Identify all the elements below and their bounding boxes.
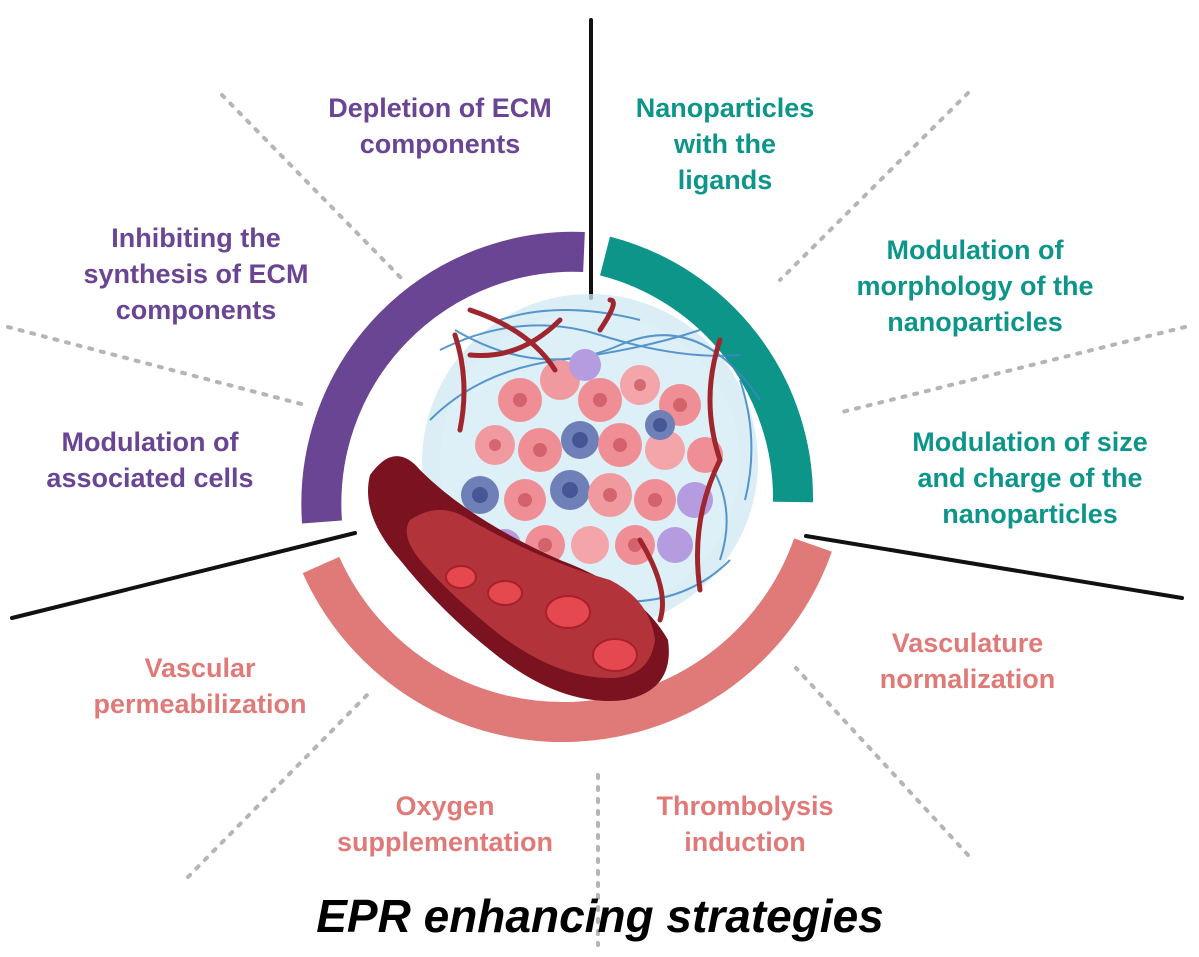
- tumor-microenvironment-with-blood-vessel-icon: [368, 294, 761, 701]
- section-separators: [10, 18, 1184, 620]
- label-oxygen-supplementation: Oxygen supplementation: [336, 791, 553, 857]
- red-blood-cells: [445, 565, 638, 672]
- label-nanoparticles-ligands: Nanoparticles with the ligands: [635, 93, 815, 195]
- strategy-arcs: [301, 231, 832, 743]
- label-vasculature-normalization: Vasculature normalization: [879, 628, 1056, 694]
- label-modulation-associated-cells: Modulation of associated cells: [46, 427, 254, 493]
- arc-nano: [599, 236, 814, 503]
- divider-vasc-left: [186, 690, 372, 879]
- divider-ecm-lower: [6, 325, 307, 407]
- separator-right: [804, 534, 1184, 600]
- divider-nano-lower: [836, 325, 1187, 415]
- dotted-dividers: [6, 91, 1187, 947]
- arc-ecm: [301, 231, 585, 524]
- divider-ecm-upper: [220, 93, 407, 284]
- label-thrombolysis-induction: Thrombolysis induction: [656, 791, 834, 857]
- label-vascular-permeabilization: Vascular permeabilization: [93, 653, 307, 719]
- label-depletion-of-ecm: Depletion of ECM components: [328, 93, 552, 159]
- separator-left: [10, 531, 357, 620]
- arc-vascular: [302, 538, 832, 743]
- label-modulation-size-charge: Modulation of size and charge of the nan…: [912, 427, 1148, 529]
- divider-nano-upper: [778, 91, 970, 282]
- label-inhibiting-ecm-synthesis: Inhibiting the synthesis of ECM componen…: [83, 223, 309, 325]
- diagram-title: EPR enhancing strategies: [316, 890, 884, 942]
- label-modulation-morphology: Modulation of morphology of the nanopart…: [856, 235, 1094, 337]
